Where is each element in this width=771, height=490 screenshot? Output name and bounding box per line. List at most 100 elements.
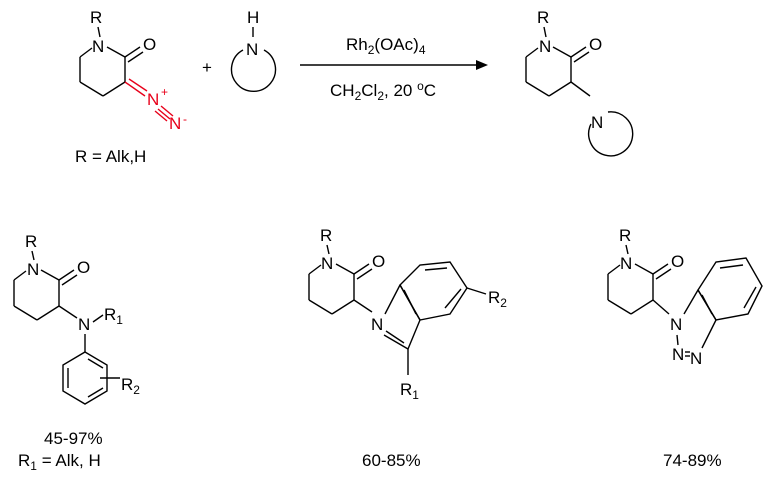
bond — [79, 81, 104, 97]
product-1-yield: 45-97% — [44, 429, 103, 448]
conditions-label: CH2Cl2, 20 oC — [330, 79, 436, 103]
bond — [652, 299, 670, 315]
atom-N: N — [591, 113, 603, 132]
atom-O: O — [143, 35, 156, 54]
bond — [607, 264, 621, 275]
bond — [525, 81, 550, 97]
atom-O: O — [589, 35, 602, 54]
diazo-N2: N — [169, 114, 181, 133]
bond — [127, 51, 144, 63]
atom-O: O — [671, 252, 684, 271]
atom-N1: N — [670, 315, 682, 334]
bond — [384, 284, 401, 315]
bond — [353, 263, 370, 275]
atom-N: N — [539, 37, 551, 56]
bond — [424, 267, 448, 271]
bond — [87, 387, 104, 398]
atom-R1: R1 — [400, 380, 419, 402]
atom-O: O — [372, 252, 385, 271]
benzene-ring — [697, 257, 763, 321]
atom-R: R — [320, 226, 332, 245]
product-2-structure: R N O N R2 R1 — [308, 226, 507, 402]
diazo-bond — [157, 108, 171, 120]
bond — [676, 334, 679, 346]
diazo-minus: - — [183, 112, 187, 126]
bond — [58, 269, 75, 281]
bond — [92, 314, 104, 323]
bond — [326, 244, 330, 255]
diazo-bond — [128, 78, 148, 92]
reaction-arrow-group: Rh2(OAc)4 CH2Cl2, 20 oC — [300, 35, 488, 103]
bond — [308, 299, 333, 315]
bond — [573, 51, 590, 63]
diazo-lactam-structure: R N O N + N - — [79, 8, 187, 133]
diazo-bond — [124, 81, 146, 97]
atom-N: N — [321, 254, 333, 273]
bond — [353, 299, 373, 313]
diazo-bond — [160, 105, 174, 117]
bond — [466, 287, 487, 295]
atom-R: R — [537, 8, 549, 27]
atom-N: N — [371, 315, 383, 334]
bond — [683, 289, 699, 315]
bond — [36, 305, 60, 321]
r-definition: R = Alk,H — [75, 147, 146, 166]
benzene-ring — [399, 261, 468, 321]
amine-structure: H N — [230, 8, 277, 93]
bond — [407, 319, 421, 350]
bond — [655, 268, 672, 280]
bond — [383, 334, 409, 350]
plus-sign: + — [202, 58, 212, 77]
bond — [106, 46, 126, 58]
atom-N3: N — [690, 349, 702, 368]
atom-N: N — [92, 37, 104, 56]
atom-R: R — [90, 8, 102, 27]
product-1-note: R1 = Alk, H — [18, 451, 101, 473]
ring-arc — [588, 111, 634, 157]
bond — [13, 305, 38, 321]
bond — [543, 26, 547, 38]
bond — [335, 263, 355, 275]
bond — [87, 358, 104, 369]
bond — [97, 26, 101, 38]
generic-product-structure: R N O N — [525, 8, 634, 157]
bond — [652, 263, 669, 275]
bond — [13, 270, 27, 281]
bond — [308, 264, 322, 275]
atom-N: N — [246, 40, 258, 59]
atom-R: R — [25, 232, 37, 251]
bond — [444, 288, 462, 309]
bond — [61, 274, 78, 286]
product-3-yield: 74-89% — [663, 451, 722, 470]
bond — [385, 330, 405, 344]
diazo-bond — [154, 110, 168, 122]
product-1-structure: R N O N R1 R2 — [13, 232, 140, 405]
bond — [634, 263, 654, 275]
atom-N: N — [78, 315, 90, 334]
product-2-yield: 60-85% — [362, 451, 421, 470]
atom-R2: R2 — [121, 375, 140, 397]
bond — [552, 46, 572, 58]
reagent-label: Rh2(OAc)4 — [346, 35, 426, 57]
atom-R2: R2 — [488, 288, 507, 310]
bond — [570, 81, 591, 97]
atom-R: R — [619, 226, 631, 245]
bond — [630, 299, 654, 315]
bond — [124, 46, 141, 58]
atom-N2: N — [672, 345, 684, 364]
bond — [743, 286, 757, 309]
product-3-structure: R N O N N N — [607, 226, 763, 368]
bond — [525, 47, 539, 58]
bond — [79, 47, 93, 58]
bond — [570, 46, 587, 58]
atom-O: O — [77, 258, 90, 277]
bond — [403, 289, 417, 315]
bond — [701, 319, 717, 349]
bond — [31, 250, 35, 261]
atom-N: N — [27, 260, 39, 279]
atom-H: H — [247, 8, 259, 27]
bond — [331, 299, 355, 315]
bond — [102, 81, 126, 97]
diazo-plus: + — [161, 85, 168, 99]
